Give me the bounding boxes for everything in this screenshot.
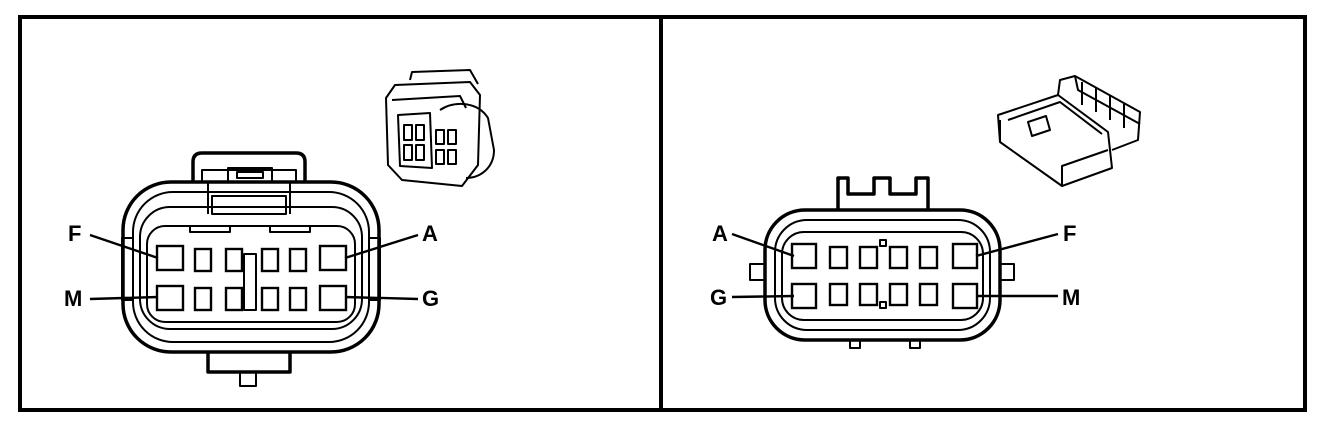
right-connector-housing bbox=[763, 208, 1002, 342]
right-cavity bbox=[918, 282, 939, 307]
left-cavity bbox=[193, 247, 213, 273]
left-leader-f bbox=[89, 233, 159, 260]
left-cavity bbox=[318, 244, 348, 272]
right-connector-cavities bbox=[790, 242, 979, 310]
left-label-a: A bbox=[422, 221, 438, 246]
right-label-m: M bbox=[1062, 285, 1080, 310]
left-cavity bbox=[155, 284, 185, 312]
right-connector-face-view bbox=[749, 176, 1015, 349]
left-connector-face-view bbox=[121, 151, 381, 387]
left-cavity bbox=[193, 286, 213, 312]
right-cavity bbox=[888, 282, 909, 307]
left-leader-m bbox=[89, 295, 159, 301]
right-cavity bbox=[951, 282, 979, 310]
right-cavity bbox=[888, 245, 909, 270]
left-cavity bbox=[260, 286, 280, 312]
right-cavity bbox=[790, 242, 818, 270]
left-connector-bottom-key bbox=[206, 352, 292, 374]
left-label-f: F bbox=[68, 221, 81, 246]
right-cavity bbox=[858, 282, 879, 307]
left-leader-a bbox=[344, 233, 419, 260]
right-connector-top-tabs bbox=[836, 176, 930, 210]
right-leader-f bbox=[975, 232, 1059, 258]
right-panel-frame bbox=[659, 15, 1307, 412]
right-cavity bbox=[828, 245, 849, 270]
left-connector-perspective-view bbox=[385, 69, 495, 187]
right-cavity bbox=[918, 245, 939, 270]
left-cavity bbox=[288, 247, 308, 273]
left-panel: F M A G bbox=[18, 15, 663, 412]
right-cavity bbox=[951, 242, 979, 270]
left-leader-g bbox=[344, 295, 419, 301]
left-cavity bbox=[155, 244, 185, 272]
right-cavity bbox=[828, 282, 849, 307]
left-cavity bbox=[224, 247, 244, 273]
right-label-f: F bbox=[1063, 221, 1076, 246]
left-cavity bbox=[260, 247, 280, 273]
right-label-a: A bbox=[712, 221, 728, 246]
left-cavity bbox=[224, 286, 244, 312]
left-cavity bbox=[318, 284, 348, 312]
left-connector-cavities bbox=[155, 244, 348, 312]
right-leader-g bbox=[731, 294, 795, 299]
left-connector-latch bbox=[191, 151, 307, 182]
left-label-g: G bbox=[422, 286, 439, 311]
right-leader-a bbox=[731, 232, 795, 258]
left-cavity bbox=[288, 286, 308, 312]
right-cavity bbox=[858, 245, 879, 270]
left-label-m: M bbox=[64, 286, 82, 311]
right-connector-perspective-view bbox=[997, 75, 1141, 187]
right-cavity bbox=[790, 282, 818, 310]
right-panel: A G F M bbox=[659, 15, 1307, 412]
right-label-g: G bbox=[710, 285, 727, 310]
